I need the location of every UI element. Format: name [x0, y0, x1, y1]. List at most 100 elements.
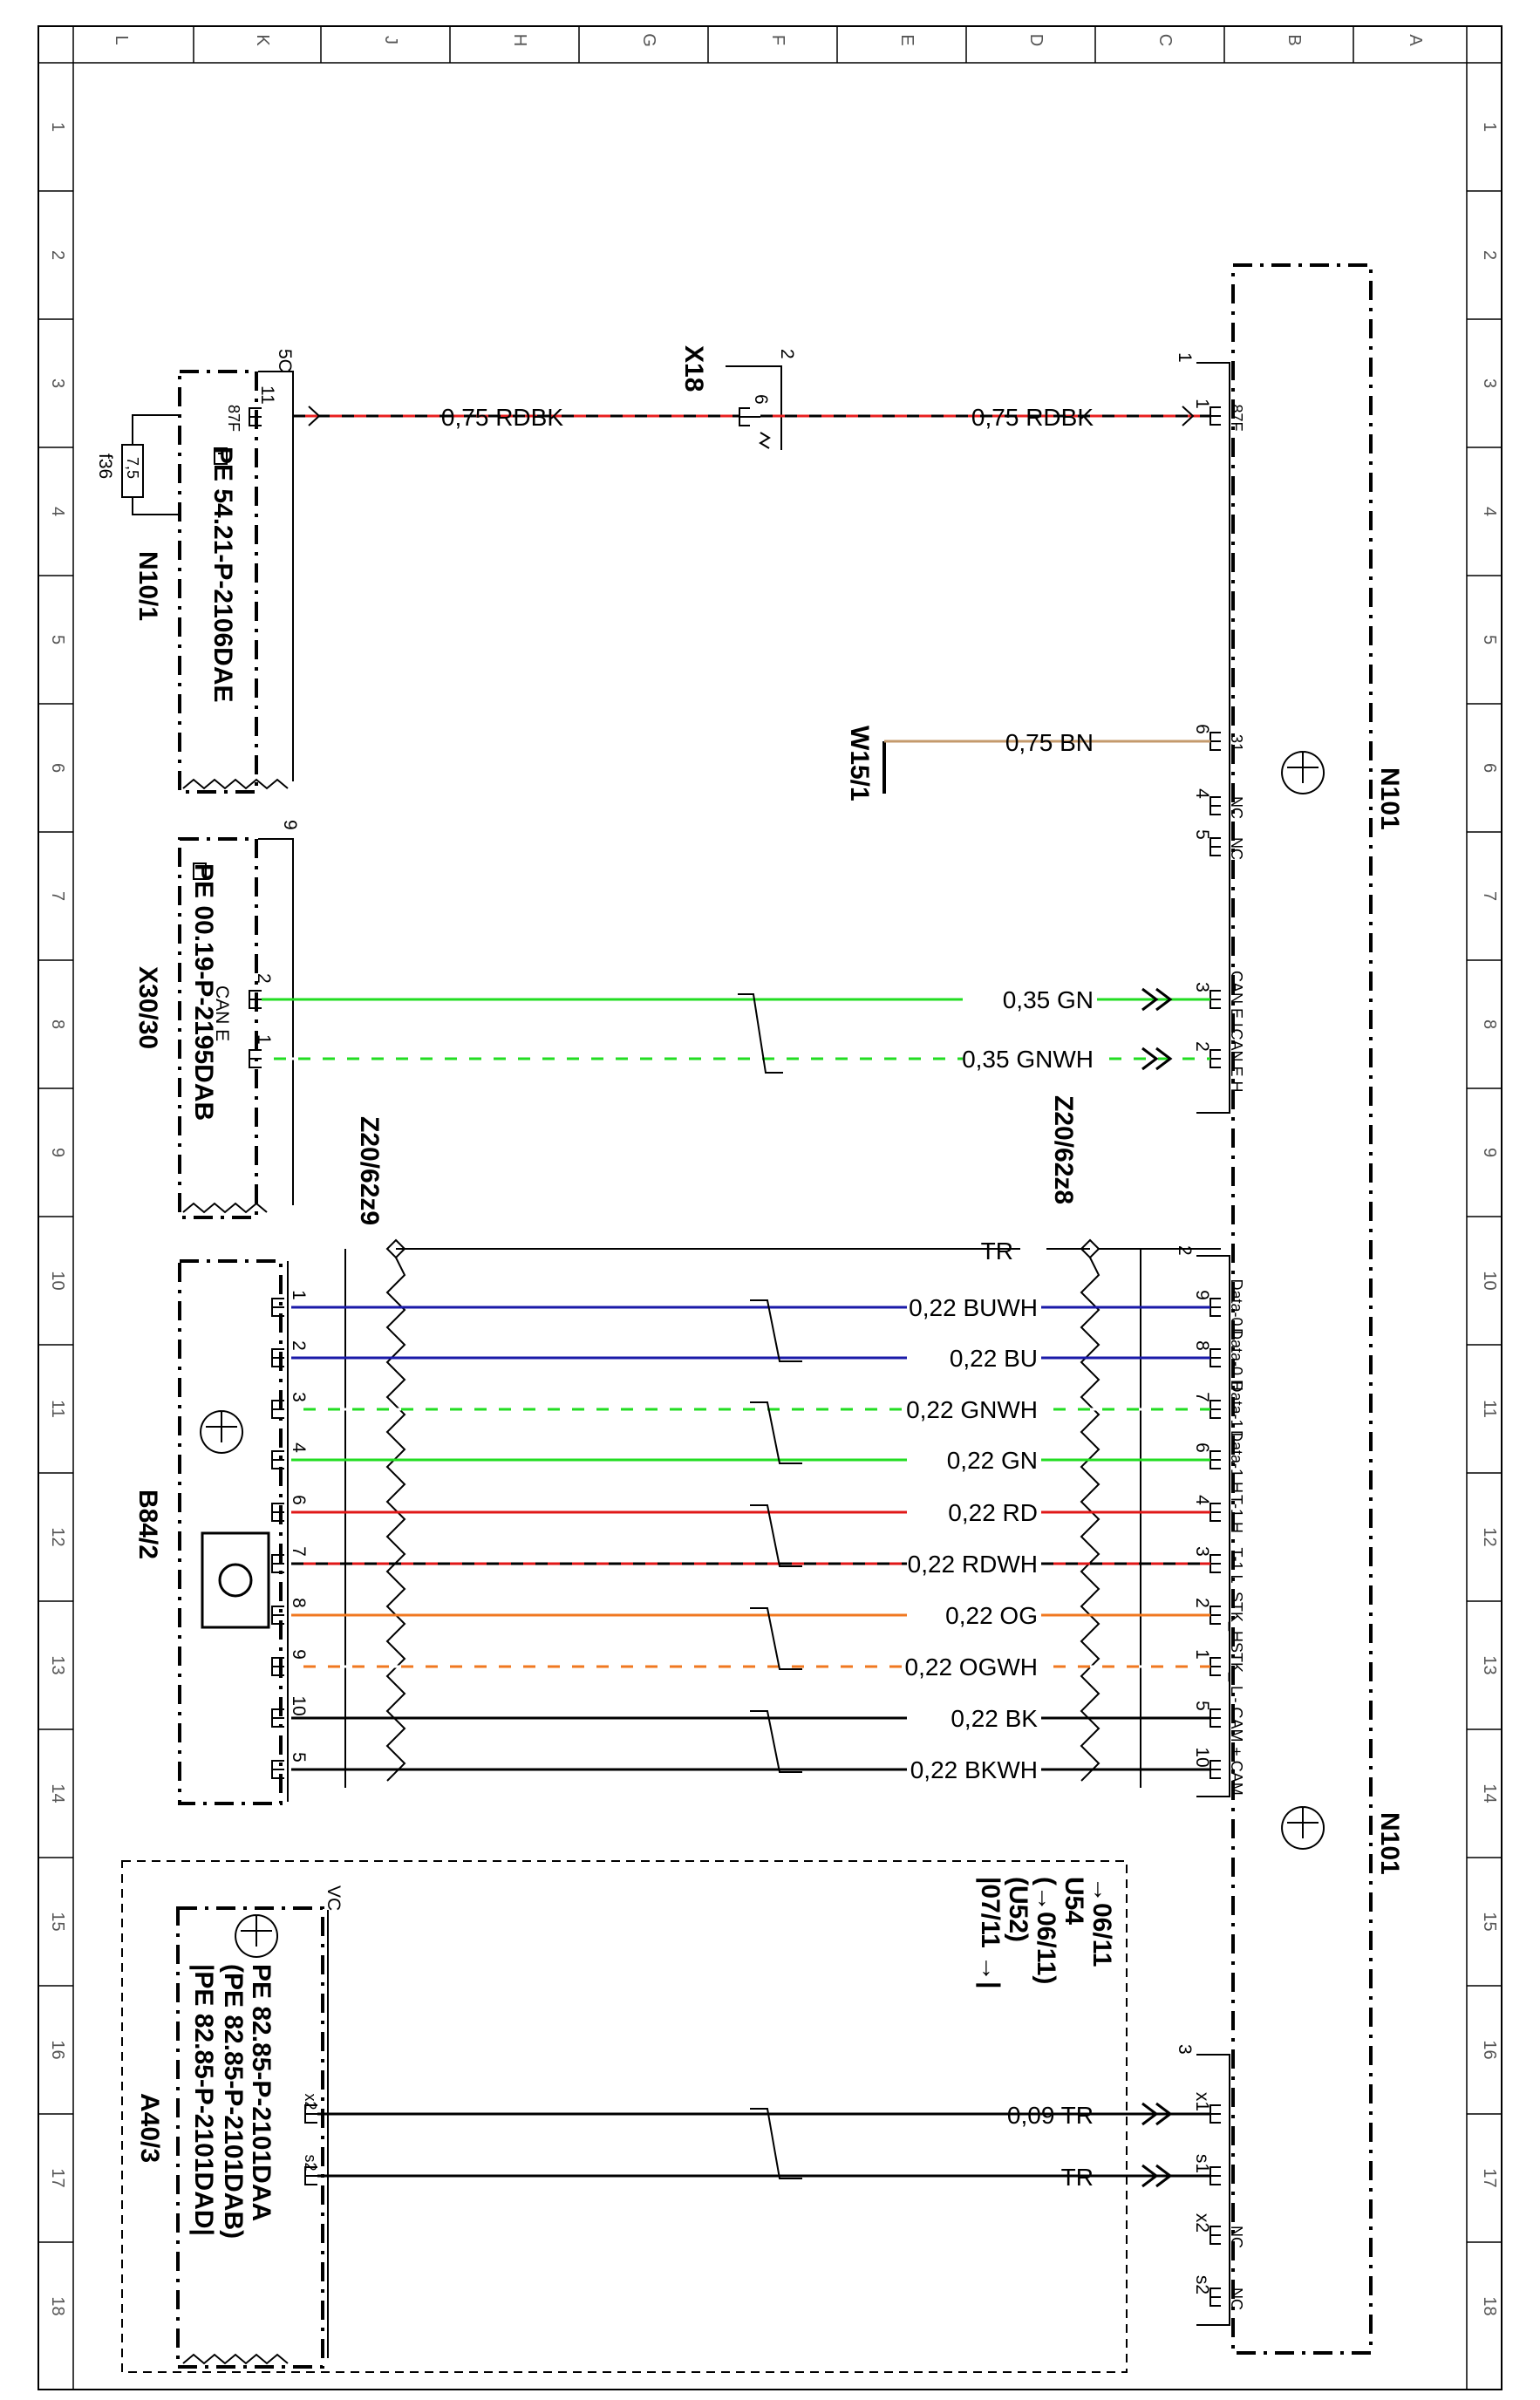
- frame-row-number: 8: [48, 1019, 67, 1029]
- wire-rdbk-right-label: 0,75 RDBK: [971, 404, 1094, 431]
- camera-twist-mark: [750, 1710, 802, 1773]
- frame-row-number: 9: [1480, 1148, 1499, 1157]
- x18-pin-number: 6: [751, 394, 771, 405]
- frame-row-number: 17: [1480, 2168, 1499, 2187]
- n101-pin-number: s1: [1192, 2154, 1212, 2173]
- f36-fuse-rating: 7,5: [124, 457, 141, 479]
- frame-row-number: 13: [1480, 1655, 1499, 1674]
- n101-pin-number: 1: [1192, 399, 1212, 409]
- n10-1-connector-code: 5C: [275, 349, 295, 372]
- wire-ogwh-label: 0,22 OGWH: [905, 1653, 1038, 1681]
- n101-pin-terminal: [1210, 2226, 1221, 2245]
- x18-label: X18: [679, 345, 708, 392]
- b84-2-pin-number: 9: [289, 1649, 309, 1660]
- a40-3-variant: →06/11: [1087, 1877, 1116, 1967]
- n101-pin-terminal: [1210, 2288, 1221, 2307]
- x30-30-pin-number: 2: [254, 973, 274, 984]
- x30-30-hand-icon: [193, 862, 207, 880]
- n101-pin-terminal: [1210, 1708, 1221, 1728]
- frame-row-number: 12: [48, 1527, 67, 1546]
- n101-pin-number: 3: [1192, 982, 1212, 992]
- n101-pin-function: CAN E L: [1228, 971, 1245, 1032]
- n101-pin-function: NC: [1228, 2288, 1245, 2310]
- frame-row-number: 9: [48, 1148, 67, 1157]
- frame-column-letter: B: [1284, 34, 1304, 45]
- frame-row-number: 2: [1480, 250, 1499, 260]
- n101-connector-3-housing: [1196, 2054, 1230, 2326]
- n101-pin-function: NC: [1228, 837, 1245, 860]
- a40-3-variant: (U52): [1004, 1877, 1032, 1942]
- n101-pin-function: NC: [1228, 796, 1245, 819]
- a40-3-variant: (→06/11): [1032, 1877, 1060, 1984]
- z20-62z9-label: Z20/62z9: [355, 1116, 384, 1225]
- camera-twist-mark: [750, 1607, 802, 1670]
- frame-row-number: 7: [48, 891, 67, 901]
- n101-pin-number: x1: [1192, 2092, 1212, 2111]
- n10-1-label: N10/1: [133, 551, 162, 621]
- n101-pin-function: T-1 H: [1228, 1495, 1245, 1533]
- frame-row-number: 13: [48, 1655, 67, 1674]
- n10-1-pin-number: 11: [257, 385, 277, 405]
- frame-row-number: 3: [1480, 378, 1499, 388]
- x30-30-connector-housing: [258, 838, 294, 1205]
- b84-2-camera-lens: [218, 1563, 253, 1598]
- a40-3-connector-code: VC: [324, 1885, 344, 1911]
- frame-column-letter: D: [1026, 34, 1046, 46]
- x30-30-pin-terminal: [249, 990, 262, 1009]
- a40-3-dashed-region: [121, 1860, 1128, 2373]
- a40-3-connector-arrows: [1141, 2164, 1173, 2188]
- frame-column-letter: E: [897, 34, 917, 45]
- n101-pin-terminal: [1210, 1450, 1221, 1469]
- n101-label-bottom: N101: [1375, 1812, 1404, 1875]
- frame-row-number: 6: [1480, 763, 1499, 773]
- n101-pin-terminal: [1210, 990, 1221, 1009]
- frame-column-letter: H: [510, 34, 529, 46]
- a40-3-module-box: [176, 1906, 324, 2369]
- frame-row-number: 7: [1480, 891, 1499, 901]
- x30-30-label: X30/30: [133, 966, 162, 1049]
- n101-pin-function: - CAM: [1228, 1698, 1245, 1742]
- f36-fuse-leads: [132, 414, 181, 515]
- n101-pin-function: Data-0 L: [1228, 1278, 1245, 1339]
- x30-30-pin-terminal: [249, 1049, 262, 1068]
- frame-column-letter: K: [253, 34, 272, 46]
- frame-row-number: 18: [48, 2296, 67, 2315]
- n101-pin-terminal: [1210, 796, 1221, 815]
- b84-2-pin-terminal: [271, 1760, 284, 1779]
- camera-twist-mark: [750, 1401, 802, 1464]
- frame-column-letter: A: [1406, 34, 1425, 46]
- n101-pin-function: 87F: [1228, 404, 1245, 431]
- x30-30-connector-code: 9: [280, 820, 300, 830]
- a40-3-break-mark: [182, 2353, 289, 2365]
- a40-3-label: A40/3: [135, 2093, 164, 2163]
- frame-row-number: 10: [48, 1271, 67, 1290]
- wire-buwh-label: 0,22 BUWH: [909, 1294, 1038, 1321]
- n101-pin-terminal: [1210, 406, 1221, 426]
- a40-3-variant: |07/11 →|: [976, 1877, 1005, 1989]
- wire-bkwh-label: 0,22 BKWH: [910, 1756, 1038, 1783]
- n10-1-hand-icon: [214, 447, 228, 465]
- frame-row-number: 18: [1480, 2296, 1499, 2315]
- a40-3-ground-symbol: [235, 1914, 279, 1958]
- n10-1-module-box: [178, 370, 258, 794]
- a40-3-connector-arrows: [1141, 2102, 1173, 2126]
- n10-1-break-mark: [182, 778, 289, 790]
- b84-2-pin-number: 7: [289, 1546, 309, 1557]
- b84-2-pin-terminal: [271, 1400, 284, 1419]
- can-twist-mark: [738, 993, 783, 1074]
- n101-pin-number: 10: [1192, 1747, 1212, 1767]
- wire-gnwh-label: 0,35 GNWH: [962, 1046, 1094, 1073]
- n101-connector-1-housing: [1196, 362, 1230, 1114]
- wire-og-label: 0,22 OG: [945, 1602, 1038, 1629]
- x18-pin-terminal: [739, 407, 771, 449]
- a40-3-reference: PE 82.85-P-2101DAA: [247, 1964, 276, 2221]
- frame-row-number: 14: [48, 1783, 67, 1803]
- n101-connector-3-code: 3: [1175, 2044, 1195, 2055]
- frame-row-number: 11: [48, 1400, 67, 1418]
- n101-pin-terminal: [1210, 1554, 1221, 1573]
- camera-twist-mark: [750, 1504, 802, 1567]
- frame-row-number: 1: [1480, 122, 1499, 132]
- frame-row-number: 5: [48, 635, 67, 644]
- wire-gn-label: 0,35 GN: [1003, 986, 1094, 1013]
- frame-column-letter: F: [768, 35, 787, 45]
